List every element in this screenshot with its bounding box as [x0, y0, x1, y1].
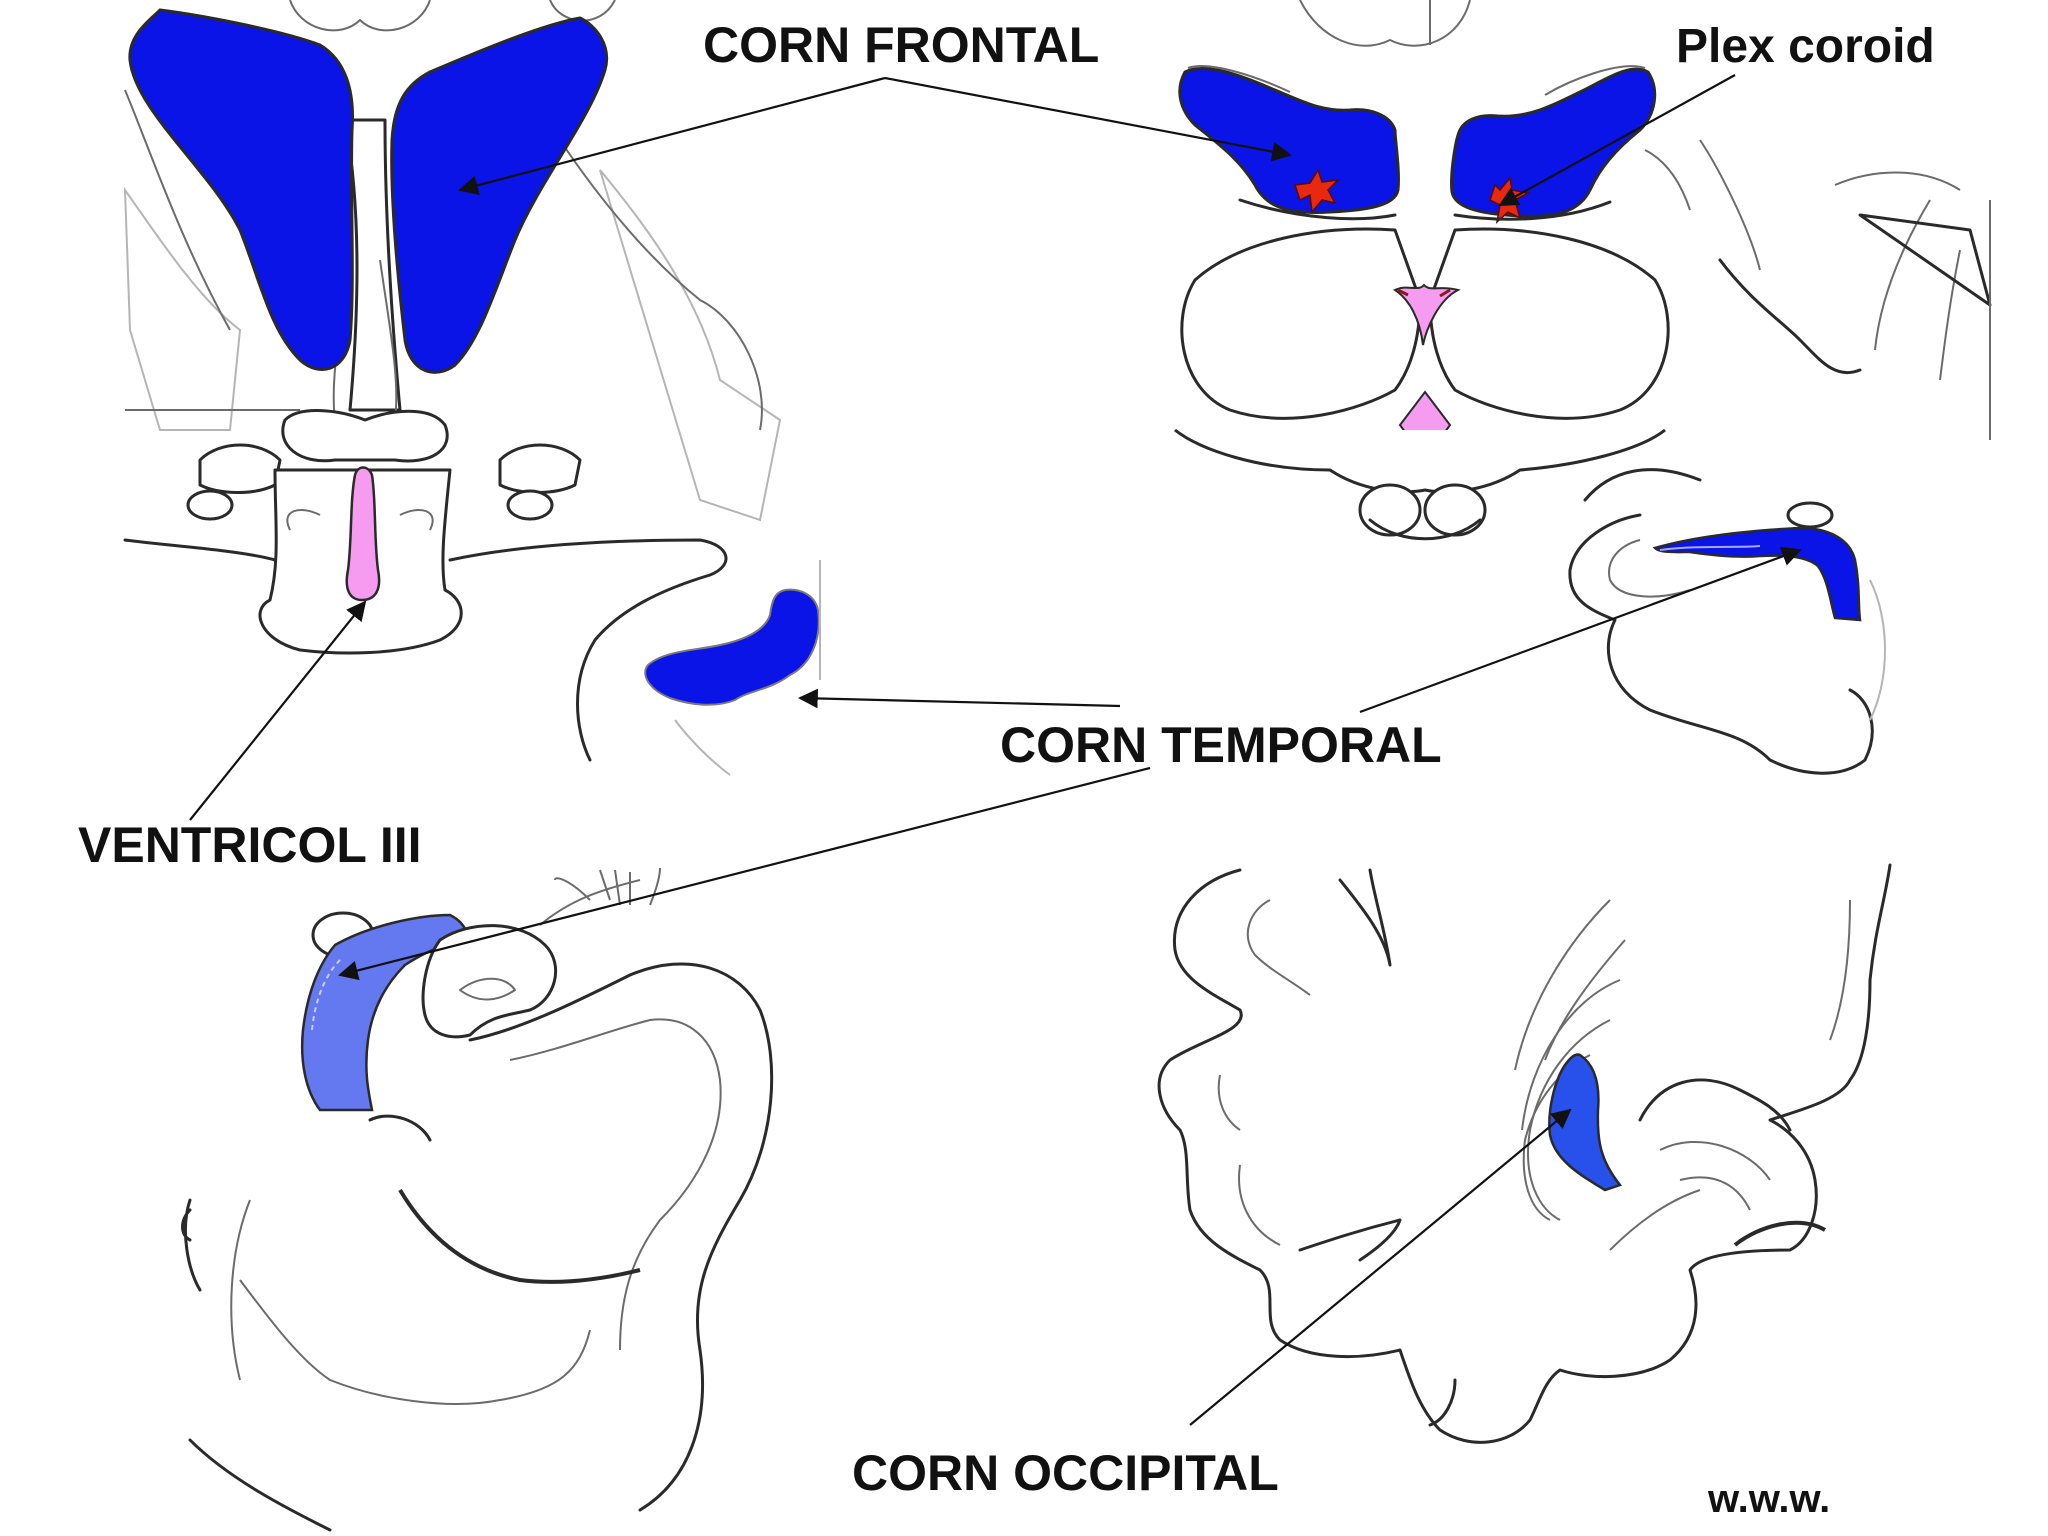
leader-third-ventricle — [189, 600, 367, 821]
temporal-horn-panel-2 — [1652, 526, 1862, 622]
leader-temporal-horn-panel-3 — [338, 766, 1151, 981]
panel-temporal-section — [181, 867, 774, 1532]
labels: CORN FRONTAL Plex coroid VENTRICOL III C… — [78, 17, 1935, 1521]
label-occipital-horn: CORN OCCIPITAL — [852, 1445, 1279, 1501]
third-ventricle — [345, 466, 381, 602]
label-choroid-plexus: Plex coroid — [1676, 20, 1935, 73]
panel-occipital-section — [1157, 863, 1892, 1444]
leader-choroid-plexus — [1498, 74, 1736, 206]
leader-occipital-horn — [1189, 1108, 1572, 1426]
leader-temporal-horn-panel-1 — [798, 688, 1121, 709]
label-credit: w.w.w. — [1707, 1477, 1830, 1521]
frontal-horn-right — [390, 16, 608, 374]
label-temporal-horn: CORN TEMPORAL — [1000, 717, 1442, 773]
leader-frontal-horn-left — [458, 76, 886, 196]
label-third-ventricle: VENTRICOL III — [78, 817, 422, 873]
lateral-ventricle-left — [1178, 67, 1400, 215]
third-ventricle-upper — [1392, 283, 1461, 346]
temporal-horn-panel-1 — [644, 588, 820, 706]
label-frontal-horn: CORN FRONTAL — [703, 17, 1099, 73]
leader-temporal-horn-panel-2 — [1359, 546, 1802, 714]
frontal-horn-left — [128, 8, 354, 371]
lateral-ventricle-right — [1450, 67, 1657, 218]
choroid-plexus-left — [1294, 168, 1341, 214]
leader-frontal-horn-right — [884, 76, 1292, 162]
panel-coronal-posterior — [1174, 0, 1992, 775]
leader-lines — [189, 74, 1802, 1426]
occipital-horn — [1548, 1053, 1623, 1192]
panel-coronal-frontal — [123, 0, 821, 776]
